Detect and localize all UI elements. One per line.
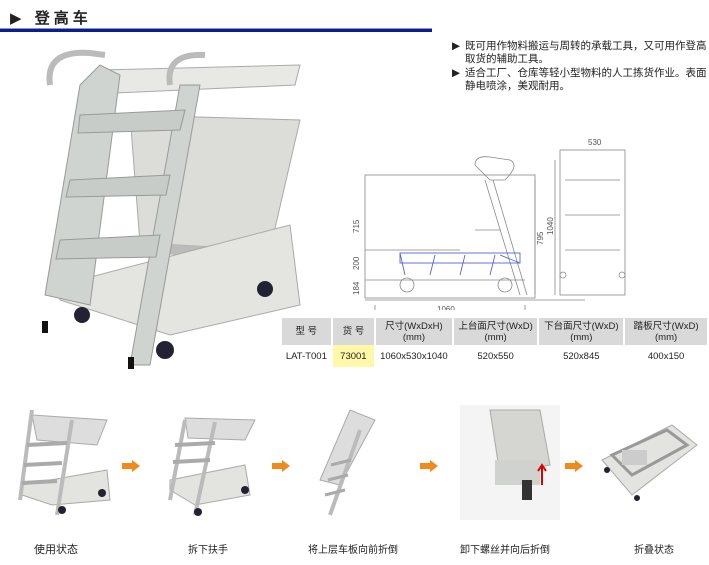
- title-marker: ▶: [10, 9, 26, 27]
- feature-bullet: ▶ 既可用作物料搬运与周转的承载工具，又可用作登高取货的辅助工具。: [452, 40, 707, 66]
- table-header-row: 型 号 货 号 尺寸(WxDxH)(mm) 上台面尺寸(WxD)(mm) 下台面…: [282, 318, 707, 345]
- dim-795-label: 795: [536, 231, 545, 245]
- dim-width-label: 530: [588, 138, 602, 147]
- dim-length-label: 1060: [437, 305, 455, 310]
- cell-size: 1060x530x1040: [380, 350, 448, 362]
- arrow-right-icon: [420, 460, 438, 472]
- cell-top-deck: 520x550: [477, 350, 514, 362]
- cell-step: 400x150: [647, 350, 685, 362]
- step-photo-remove-handle: [168, 417, 256, 516]
- col-header-top-deck: 上台面尺寸(WxD)(mm): [453, 318, 538, 345]
- step-photo-folded: [601, 424, 698, 501]
- title-text: 登高车: [34, 9, 92, 27]
- col-header-size: 尺寸(WxDxH)(mm): [376, 318, 452, 345]
- col-header-model: 型 号: [282, 318, 331, 345]
- bullet-icon: ▶: [452, 67, 461, 79]
- dim-184-label: 184: [352, 281, 361, 295]
- spec-table: 型 号 货 号 尺寸(WxDxH)(mm) 上台面尺寸(WxD)(mm) 下台面…: [280, 318, 709, 367]
- dim-height-label: 1040: [546, 217, 555, 235]
- cell-model: LAT-T001: [285, 350, 327, 362]
- table-row: LAT-T001 73001 1060x530x1040 520x550 520…: [282, 345, 707, 367]
- step-photo-fold-top-deck: [319, 409, 376, 516]
- bullet-text: 适合工厂、仓库等轻小型物料的人工拣货作业。表面静电喷涂，美观耐用。: [465, 67, 707, 92]
- step-caption: 折叠状态: [634, 545, 674, 556]
- step-photo-in-use: [18, 409, 111, 516]
- product-photo-main: [42, 49, 301, 369]
- title-divider: [0, 28, 432, 32]
- col-header-step: 踏板尺寸(WxD)(mm): [625, 318, 707, 345]
- bullet-icon: ▶: [452, 40, 461, 52]
- dim-200-label: 200: [352, 256, 361, 270]
- step-caption: 使用状态: [34, 543, 78, 556]
- cell-bottom-deck: 520x845: [563, 350, 600, 362]
- page-title: ▶ 登高车: [10, 7, 92, 28]
- feature-bullet: ▶ 适合工厂、仓库等轻小型物料的人工拣货作业。表面静电喷涂，美观耐用。: [452, 67, 707, 93]
- col-header-item-no: 货 号: [332, 318, 375, 345]
- dim-715-label: 715: [352, 219, 361, 233]
- bullet-text: 既可用作物料搬运与周转的承载工具，又可用作登高取货的辅助工具。: [465, 40, 707, 65]
- step-caption: 卸下螺丝并向后折倒: [460, 545, 550, 556]
- cell-item-no: 73001: [332, 345, 375, 367]
- arrow-right-icon: [122, 460, 140, 472]
- step-photo-remove-screws: [460, 405, 560, 520]
- step-caption: 拆下扶手: [188, 545, 228, 556]
- arrow-right-icon: [272, 460, 290, 472]
- col-header-bottom-deck: 下台面尺寸(WxD)(mm): [539, 318, 624, 345]
- step-caption: 将上层车板向前折倒: [308, 545, 398, 556]
- dimension-drawing: 530 715 200 184 795 1040 1060: [352, 138, 626, 310]
- arrow-right-icon: [565, 460, 583, 472]
